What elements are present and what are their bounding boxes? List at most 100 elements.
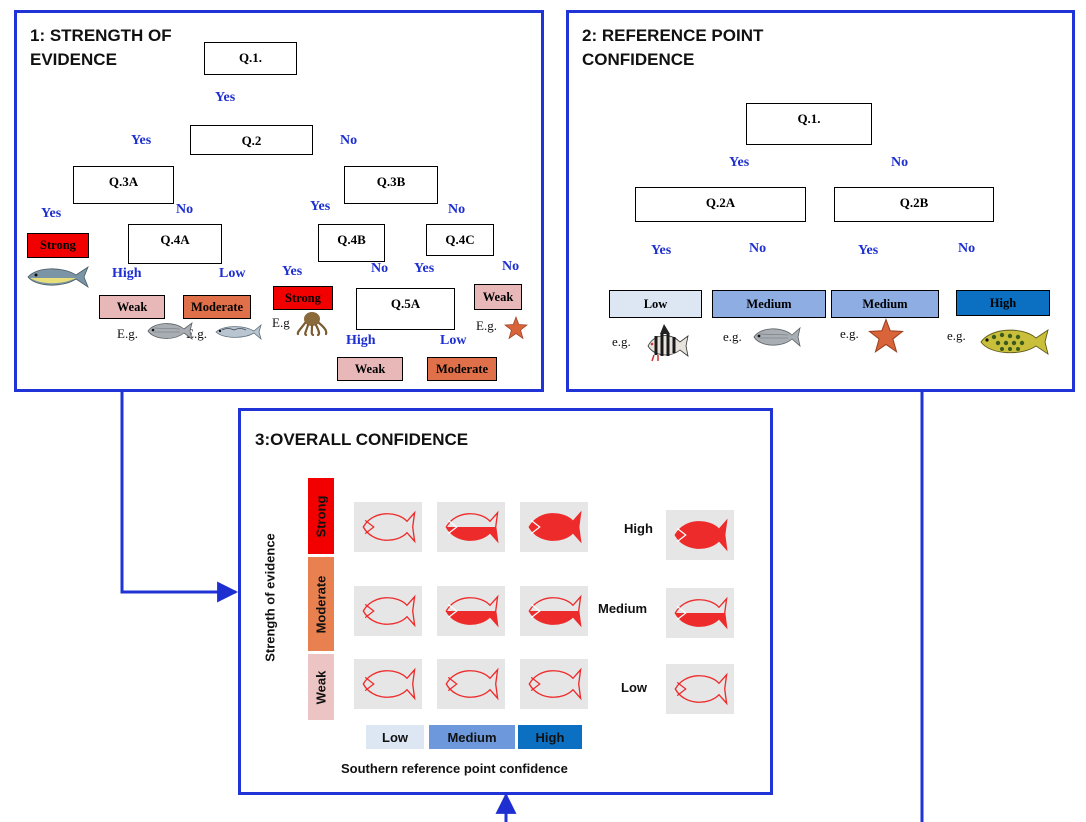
- p2-label-no-q2b: No: [958, 241, 976, 256]
- overall-label-medium: Medium: [598, 601, 648, 616]
- fish-outline: [445, 510, 499, 544]
- label-high-q5a: High: [346, 333, 376, 348]
- fish-mouth: [530, 519, 541, 535]
- fish-icon: [445, 667, 499, 701]
- p2-label-yes-q2a: Yes: [651, 243, 672, 258]
- fish-mouth: [676, 681, 687, 697]
- fish-icon: [362, 594, 416, 628]
- fish-icon: [674, 596, 728, 630]
- label-high-q4a: High: [112, 266, 142, 281]
- fish-mouth: [676, 605, 687, 621]
- label-yes-q3a: Yes: [41, 206, 62, 221]
- row-bar-weak: Weak: [308, 654, 334, 720]
- p2-result-medium-1: Medium: [712, 290, 826, 318]
- fish-fill: [446, 611, 498, 626]
- bass-icon: [147, 322, 193, 340]
- p2-result-medium-2: Medium: [831, 290, 939, 318]
- tuna-icon: [27, 265, 89, 289]
- p2-label-no-q2a: No: [749, 241, 767, 256]
- p2-eg-label-4: e.g.: [947, 328, 966, 343]
- overall-cell-medium: [666, 588, 734, 638]
- matrix-cell-strong-medium: [437, 502, 505, 552]
- matrix-cell-strong-low: [354, 502, 422, 552]
- label-yes-q4c: Yes: [414, 261, 435, 276]
- row-bar-moderate-label: Moderate: [313, 575, 329, 633]
- fish-icon: [445, 510, 499, 544]
- fish-fill: [675, 613, 727, 628]
- p2-label-yes-q1: Yes: [729, 155, 750, 170]
- matrix-cell-weak-low: [354, 659, 422, 709]
- node-q1: Q.1.: [204, 42, 297, 75]
- node-q3b: Q.3B: [344, 166, 438, 204]
- fish-outline: [445, 667, 499, 701]
- p2-eg-label-3: e.g.: [840, 326, 859, 341]
- label-yes-q2: Yes: [131, 133, 152, 148]
- result-weak-1: Weak: [99, 295, 165, 319]
- node-q2: Q.2: [190, 125, 313, 155]
- matrix-cell-weak-medium: [437, 659, 505, 709]
- p2-node-q2b: Q.2B: [834, 187, 994, 222]
- result-moderate-1: Moderate: [183, 295, 251, 319]
- fish-mouth: [676, 527, 687, 543]
- label-low-q4a: Low: [219, 266, 246, 281]
- col-bar-low: Low: [366, 725, 424, 749]
- panel-connectors: [120, 392, 924, 822]
- fish-icon: [362, 667, 416, 701]
- seastar-icon: [868, 318, 904, 354]
- eg-label-3: E.g: [272, 315, 290, 330]
- label-yes-q3b: Yes: [310, 199, 331, 214]
- result-moderate-2: Moderate: [427, 357, 497, 381]
- fish-outline: [528, 667, 582, 701]
- p2-label-yes-q2b: Yes: [858, 243, 879, 258]
- fish-outline: [445, 594, 499, 628]
- mackerel-icon: [215, 323, 262, 341]
- fish-mouth: [447, 603, 458, 619]
- row-bar-strong: Strong: [308, 478, 334, 554]
- label-no-q2: No: [340, 133, 358, 148]
- fish-icon: [674, 518, 728, 552]
- node-q5a: Q.5A: [356, 288, 455, 330]
- fish-icon: [445, 594, 499, 628]
- octopus-icon: [296, 312, 328, 336]
- fish-mouth: [447, 519, 458, 535]
- row-bar-strong-label: Strong: [313, 495, 329, 537]
- matrix-cell-weak-high: [520, 659, 588, 709]
- fish-mouth: [364, 603, 375, 619]
- p2-node-q1: Q.1.: [746, 103, 872, 145]
- panel1-title: 1: STRENGTH OF EVIDENCE: [30, 26, 172, 69]
- p2-node-q2a: Q.2A: [635, 187, 806, 222]
- fish-outline: [362, 510, 416, 544]
- fish-mouth: [447, 676, 458, 692]
- fish-fill: [446, 527, 498, 542]
- fish-icon: [674, 672, 728, 706]
- overall-cell-low: [666, 664, 734, 714]
- matrix-cell-moderate-high: [520, 586, 588, 636]
- p2-result-high: High: [956, 290, 1050, 316]
- label-no-q4c: No: [502, 259, 520, 274]
- label-no-q3b: No: [448, 202, 466, 217]
- matrix-y-axis-title: Strength of evidence: [262, 533, 278, 662]
- node-q4c: Q.4C: [426, 224, 494, 256]
- result-strong-2: Strong: [273, 286, 333, 310]
- fish-outline: [362, 667, 416, 701]
- overall-label-high: High: [624, 521, 653, 536]
- node-q4a: Q.4A: [128, 224, 222, 264]
- p2-result-low: Low: [609, 290, 702, 318]
- seastar-icon: [504, 316, 528, 340]
- fish-icon: [528, 510, 582, 544]
- node-q3a: Q.3A: [73, 166, 174, 204]
- col-bar-medium: Medium: [429, 725, 515, 749]
- bass-icon: [753, 326, 801, 348]
- fish-mouth: [530, 676, 541, 692]
- overall-cell-high: [666, 510, 734, 560]
- label-yes-q1: Yes: [215, 90, 236, 105]
- fish-outline: [674, 518, 728, 552]
- fish-icon: [528, 594, 582, 628]
- fish-outline: [674, 596, 728, 630]
- label-yes-q4b: Yes: [282, 264, 303, 279]
- matrix-cell-strong-high: [520, 502, 588, 552]
- row-bar-moderate: Moderate: [308, 557, 334, 651]
- node-q4b: Q.4B: [318, 224, 385, 262]
- matrix-x-axis-title: Southern reference point confidence: [341, 761, 568, 776]
- row-bar-weak-label: Weak: [313, 670, 329, 704]
